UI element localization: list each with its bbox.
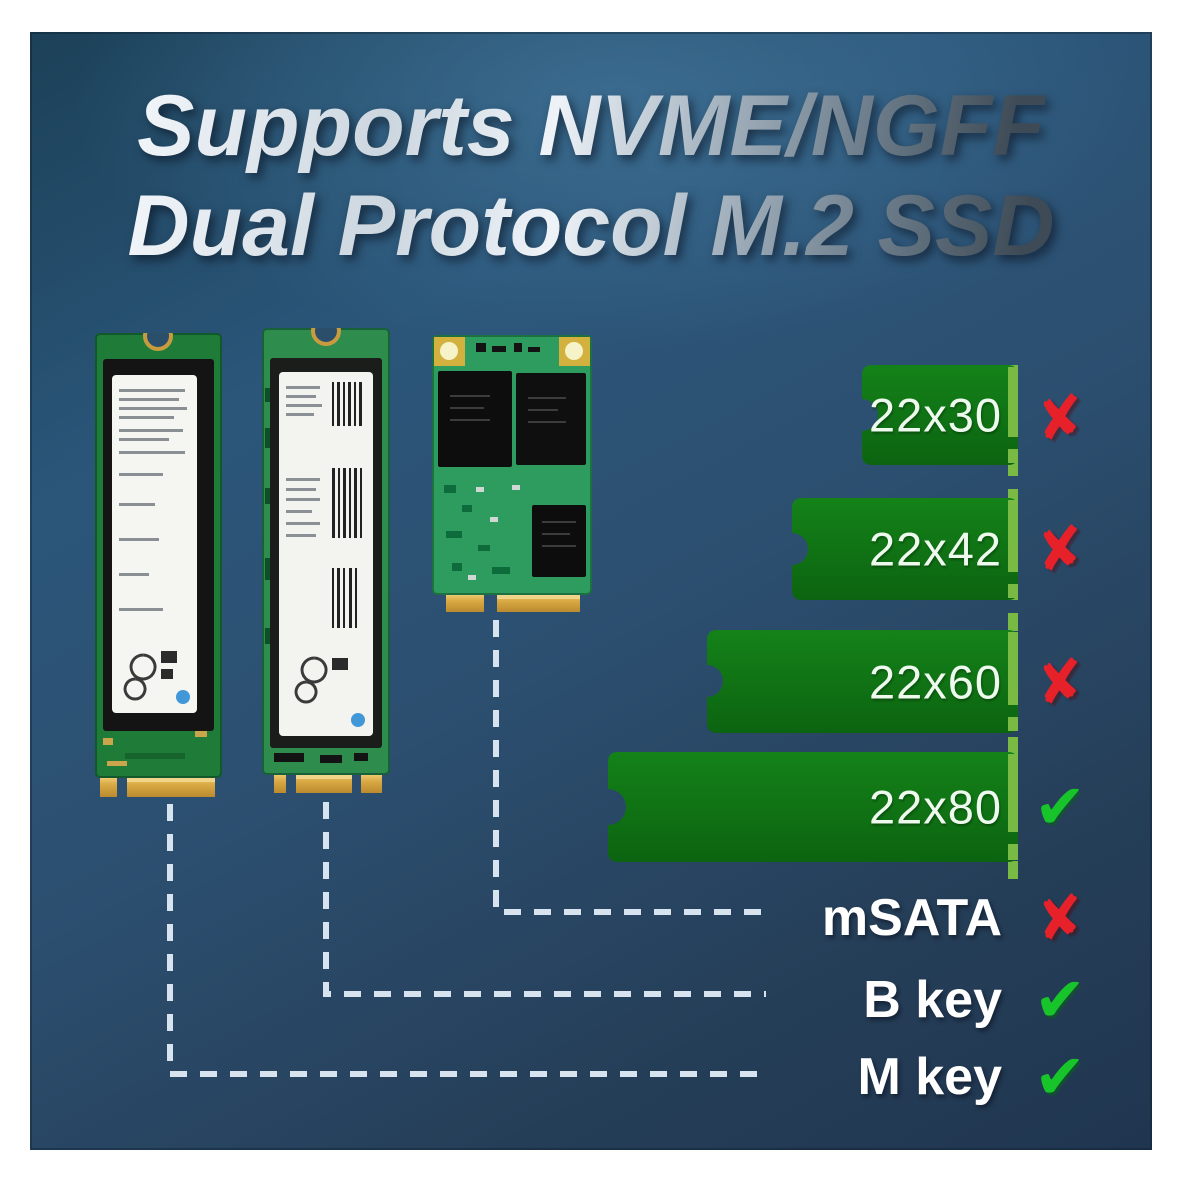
size-bar-label: 22x80 xyxy=(868,780,1002,834)
size-bar-22x60: 22x60 xyxy=(707,630,1018,733)
m2-ssd-m-key-image xyxy=(95,333,222,799)
key-label-m-key: M key xyxy=(857,1048,1002,1106)
cross-icon: ✘ xyxy=(1031,644,1089,720)
cross-icon: ✘ xyxy=(1031,511,1089,587)
check-icon: ✔ xyxy=(1034,1040,1086,1113)
size-bar-22x42: 22x42 xyxy=(792,498,1018,600)
m2-ssd-b-key-image xyxy=(262,328,390,795)
key-label-msata: mSATA xyxy=(821,889,1002,947)
edge-connector xyxy=(446,595,580,612)
size-bar-label: 22x60 xyxy=(868,655,1002,708)
size-bar-22x30: 22x30 xyxy=(862,365,1018,465)
check-icon: ✔ xyxy=(1034,963,1086,1036)
connector-edge-rail xyxy=(1008,365,1018,882)
msata-ssd-image xyxy=(432,335,592,615)
check-icon: ✔ xyxy=(1034,770,1086,843)
edge-connector xyxy=(274,775,382,793)
title-line-1: Supports NVME/NGFF xyxy=(137,78,1045,174)
cross-icon: ✘ xyxy=(1031,380,1089,456)
size-bar-label: 22x30 xyxy=(868,388,1002,442)
edge-connector xyxy=(100,778,215,797)
size-bar-label: 22x42 xyxy=(868,522,1002,576)
key-label-b-key: B key xyxy=(863,971,1002,1029)
size-bar-22x80: 22x80 xyxy=(608,752,1018,862)
title-line-2: Dual Protocol M.2 SSD xyxy=(127,178,1055,274)
product-label xyxy=(279,372,373,736)
product-label xyxy=(112,375,197,713)
nand-chips xyxy=(438,371,586,467)
infographic-canvas: Supports NVME/NGFF Dual Protocol M.2 SSD xyxy=(30,32,1152,1150)
controller-chip xyxy=(444,485,586,580)
page-title: Supports NVME/NGFF Dual Protocol M.2 SSD xyxy=(30,76,1152,276)
title-row-2: Dual Protocol M.2 SSD xyxy=(30,176,1152,276)
cross-icon: ✘ xyxy=(1031,880,1089,956)
title-row-1: Supports NVME/NGFF xyxy=(30,76,1152,176)
